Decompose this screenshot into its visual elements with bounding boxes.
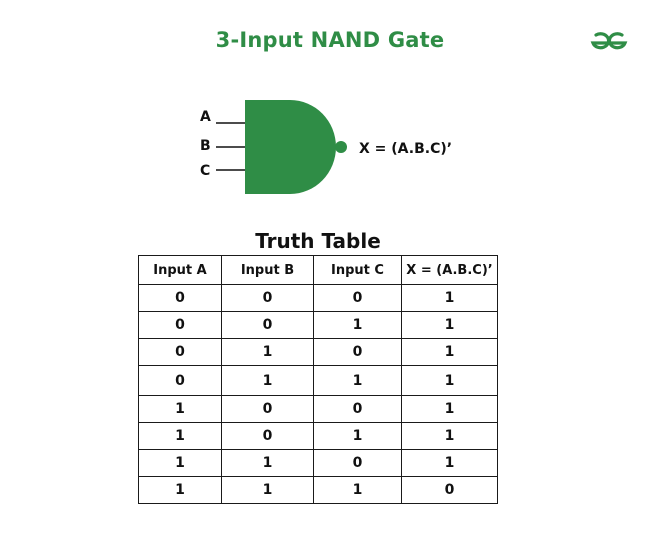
page-title: 3-Input NAND Gate [215, 28, 445, 52]
cell-input-c: 1 [313, 311, 402, 339]
truth-table: Input A Input B Input C X = (A.B.C)’ 0 0… [138, 255, 498, 504]
gate-input-label-c: C [200, 163, 210, 179]
geeksforgeeks-logo-icon [590, 32, 628, 50]
header-output: X = (A.B.C)’ [401, 255, 498, 285]
cell-input-b: 1 [221, 365, 314, 396]
cell-output: 1 [401, 284, 498, 312]
cell-input-b: 0 [221, 284, 314, 312]
table-row: 1 0 1 1 [138, 422, 498, 450]
nand-gate-diagram: A B C X = (A.B.C)’ [200, 100, 452, 194]
cell-input-a: 1 [138, 395, 222, 423]
cell-input-b: 0 [221, 422, 314, 450]
cell-input-a: 1 [138, 422, 222, 450]
cell-input-c: 0 [313, 395, 402, 423]
gate-input-label-b: B [200, 138, 211, 154]
cell-input-c: 0 [313, 284, 402, 312]
header-input-b: Input B [221, 255, 314, 285]
cell-input-a: 1 [138, 449, 222, 477]
nand-gate-bubble [335, 141, 347, 153]
gate-output-expression: X = (A.B.C)’ [359, 141, 452, 157]
cell-input-b: 1 [221, 449, 314, 477]
cell-output: 1 [401, 338, 498, 366]
cell-input-b: 1 [221, 476, 314, 504]
truth-table-title: Truth Table [255, 229, 381, 253]
table-row: 1 0 0 1 [138, 395, 498, 423]
table-row: 0 0 1 1 [138, 311, 498, 339]
cell-input-a: 0 [138, 284, 222, 312]
table-row: 0 1 0 1 [138, 338, 498, 366]
cell-input-a: 0 [138, 365, 222, 396]
gate-input-label-a: A [200, 109, 211, 125]
table-row: 0 0 0 1 [138, 284, 498, 312]
cell-output: 1 [401, 311, 498, 339]
table-row: 0 1 1 1 [138, 365, 498, 396]
table-header-row: Input A Input B Input C X = (A.B.C)’ [138, 255, 498, 285]
cell-input-c: 1 [313, 365, 402, 396]
cell-input-a: 1 [138, 476, 222, 504]
cell-input-c: 1 [313, 476, 402, 504]
cell-input-a: 0 [138, 311, 222, 339]
cell-output: 1 [401, 422, 498, 450]
cell-input-b: 0 [221, 395, 314, 423]
cell-output: 1 [401, 365, 498, 396]
cell-input-c: 1 [313, 422, 402, 450]
cell-input-b: 0 [221, 311, 314, 339]
cell-input-c: 0 [313, 449, 402, 477]
table-row: 1 1 1 0 [138, 476, 498, 504]
cell-input-b: 1 [221, 338, 314, 366]
nand-gate-body [245, 100, 336, 194]
cell-output: 1 [401, 449, 498, 477]
cell-output: 0 [401, 476, 498, 504]
cell-output: 1 [401, 395, 498, 423]
header-input-c: Input C [313, 255, 402, 285]
cell-input-c: 0 [313, 338, 402, 366]
cell-input-a: 0 [138, 338, 222, 366]
table-row: 1 1 0 1 [138, 449, 498, 477]
header-input-a: Input A [138, 255, 222, 285]
